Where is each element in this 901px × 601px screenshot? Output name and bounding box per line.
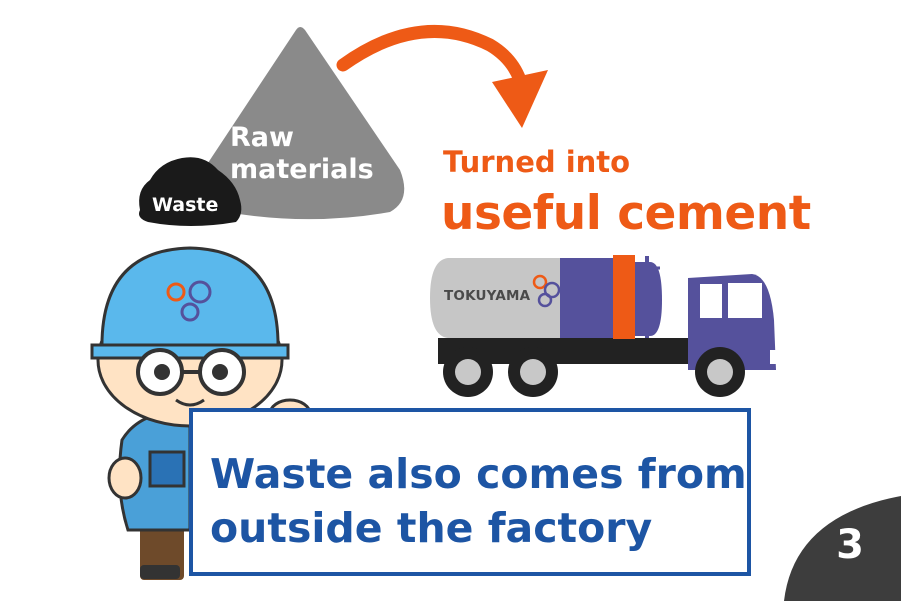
truck-logo-text: TOKUYAMA: [444, 288, 531, 304]
waste-pile-icon: [139, 157, 242, 226]
raw-material-pile-icon: [192, 27, 405, 220]
useful-cement-label: useful cement: [441, 186, 811, 241]
waste-label: Waste: [152, 194, 219, 216]
raw-materials-label-line-2: materials: [230, 154, 374, 185]
caption-text: Waste also comes from outside the factor…: [210, 447, 747, 555]
tokuyama-logo-icon: [532, 274, 561, 308]
curved-arrow-icon: [336, 24, 548, 128]
caption-line-1: Waste also comes from: [210, 450, 747, 498]
turned-into-label: Turned into: [443, 145, 631, 179]
page-badge: [784, 496, 901, 601]
raw-materials-label-line-1: Raw: [230, 122, 294, 153]
caption-line-2: outside the factory: [210, 504, 653, 552]
tanker-truck-icon: [430, 255, 780, 397]
worker-character-icon: [90, 246, 312, 580]
caption-box: [189, 408, 751, 576]
raw-materials-label: Raw materials: [230, 122, 374, 186]
page-number: 3: [836, 522, 864, 568]
